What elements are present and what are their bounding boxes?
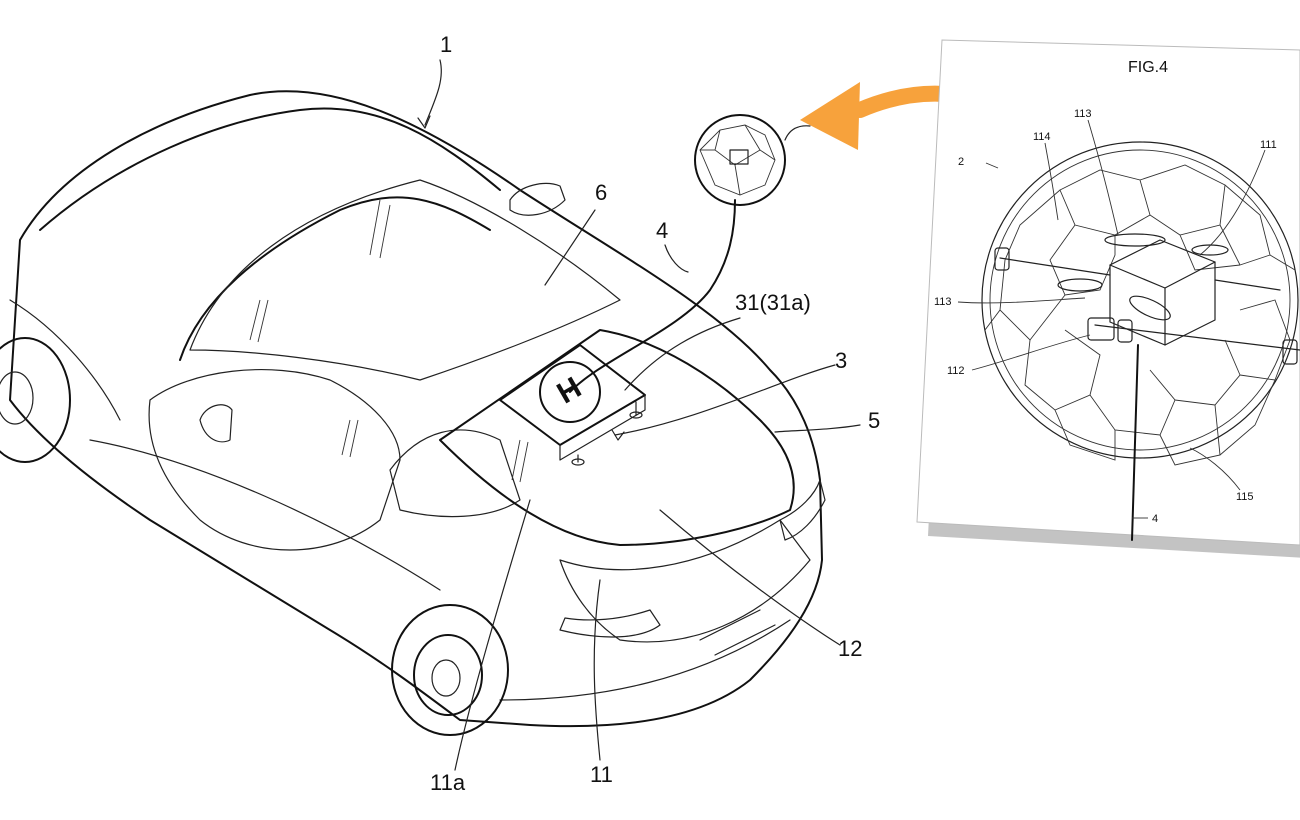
- inset-label-cable: 4: [1152, 513, 1158, 525]
- inset-label-cage-top: 114: [1033, 131, 1051, 143]
- inset-title: FIG.4: [1128, 59, 1168, 76]
- label-glass-edge: 11a: [430, 770, 466, 795]
- inset-label-cage-bottom: 115: [1236, 491, 1254, 503]
- label-landing-station: 3: [835, 348, 847, 373]
- inset-label-rotor-arm: 113: [1074, 108, 1092, 120]
- inset-figure: FIG.4: [916, 39, 1300, 558]
- label-drone-cable: 4: [656, 218, 668, 243]
- main-labels: 1 6 4 31(31a) 3 5 12 11 11a: [430, 32, 880, 795]
- inset-label-drone: 2: [958, 156, 964, 168]
- label-rear-glass: 11: [590, 762, 613, 787]
- inset-label-frame: 112: [947, 365, 965, 377]
- drone-cable: [569, 199, 736, 393]
- landing-pad: H: [499, 344, 646, 466]
- label-roof-window: 6: [595, 180, 607, 205]
- car-drawing: [0, 90, 826, 736]
- inset-label-body: 111: [1260, 139, 1277, 151]
- drone-ball-small: [694, 114, 811, 206]
- inset-card: [916, 39, 1300, 546]
- label-landing-pad: 31(31a): [735, 290, 811, 315]
- inset-label-rotor-arm-lower: 113: [934, 296, 952, 308]
- label-car: 1: [440, 32, 452, 57]
- leader-lines: [417, 59, 861, 771]
- label-rear-hatch: 12: [838, 636, 862, 661]
- label-rear-edge: 5: [868, 408, 880, 433]
- helipad-symbol: H: [552, 371, 587, 410]
